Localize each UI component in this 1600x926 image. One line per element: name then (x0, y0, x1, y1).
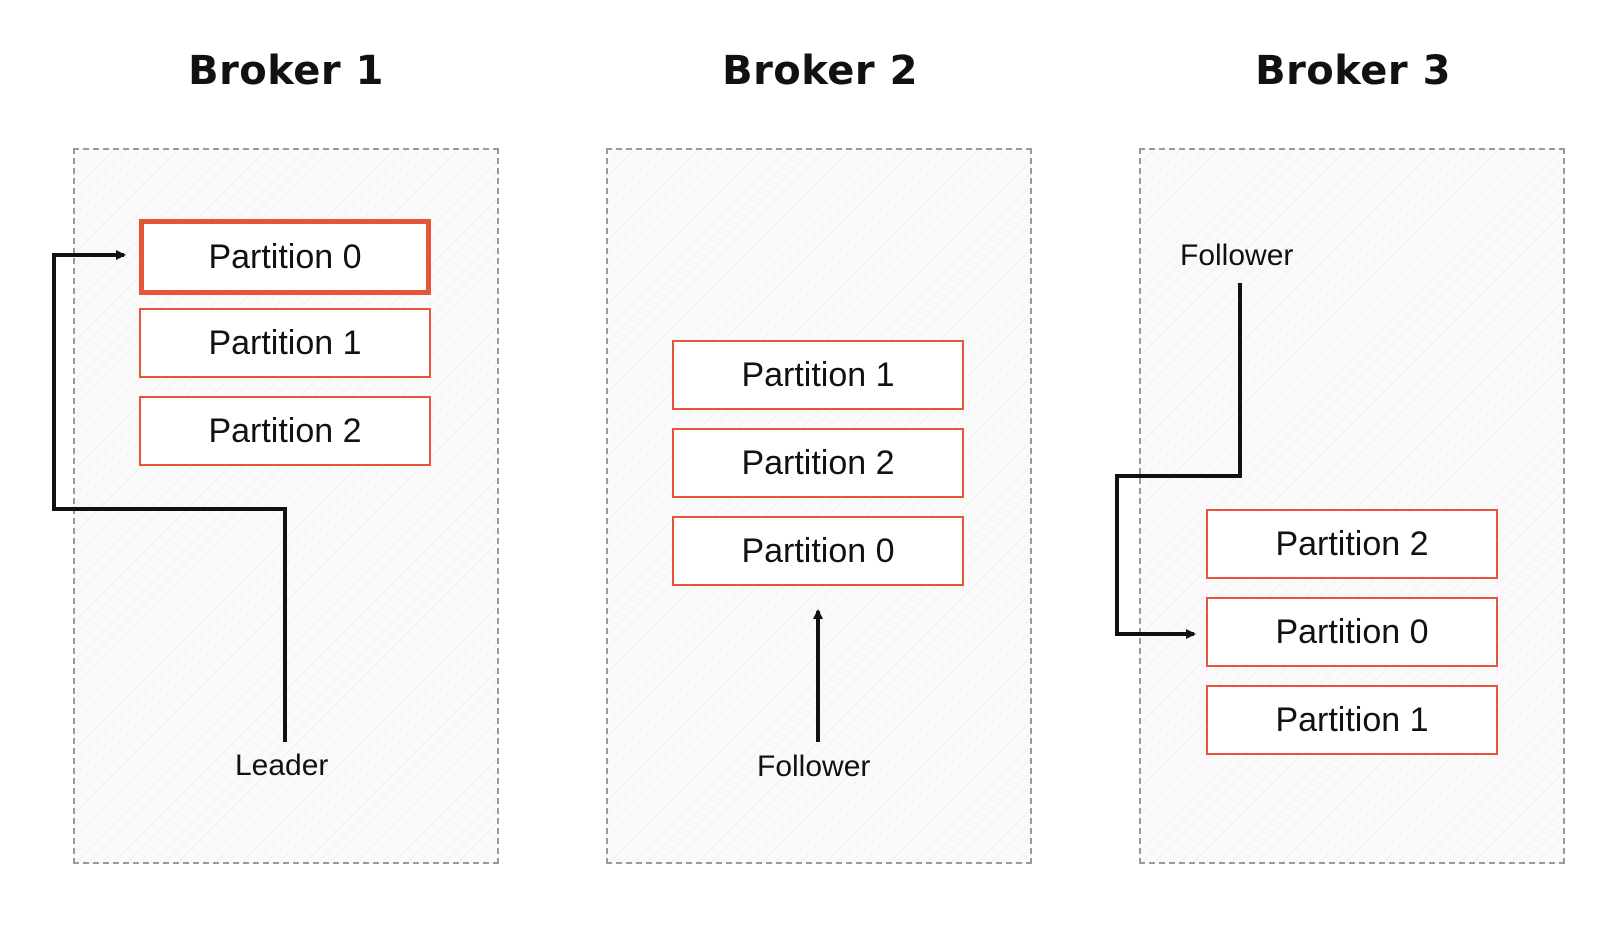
broker-3-partition-1: Partition 1 (1206, 685, 1498, 755)
broker-2-partition-1: Partition 1 (672, 340, 964, 410)
broker-2-partition-0: Partition 0 (672, 516, 964, 586)
broker-1-partition-2: Partition 2 (139, 396, 431, 466)
broker-3-follower-label: Follower (1180, 239, 1294, 272)
broker-2-container (606, 148, 1032, 864)
broker-2-partition-2: Partition 2 (672, 428, 964, 498)
broker-3-title: Broker 3 (1255, 48, 1451, 94)
broker-2-title: Broker 2 (722, 48, 918, 94)
broker-2-follower-label: Follower (757, 750, 871, 783)
broker-3-partition-0: Partition 0 (1206, 597, 1498, 667)
broker-1-partition-0-leader: Partition 0 (139, 219, 431, 295)
broker-1-leader-label: Leader (235, 749, 329, 782)
broker-1-title: Broker 1 (188, 48, 384, 94)
broker-3-partition-2: Partition 2 (1206, 509, 1498, 579)
broker-1-partition-1: Partition 1 (139, 308, 431, 378)
